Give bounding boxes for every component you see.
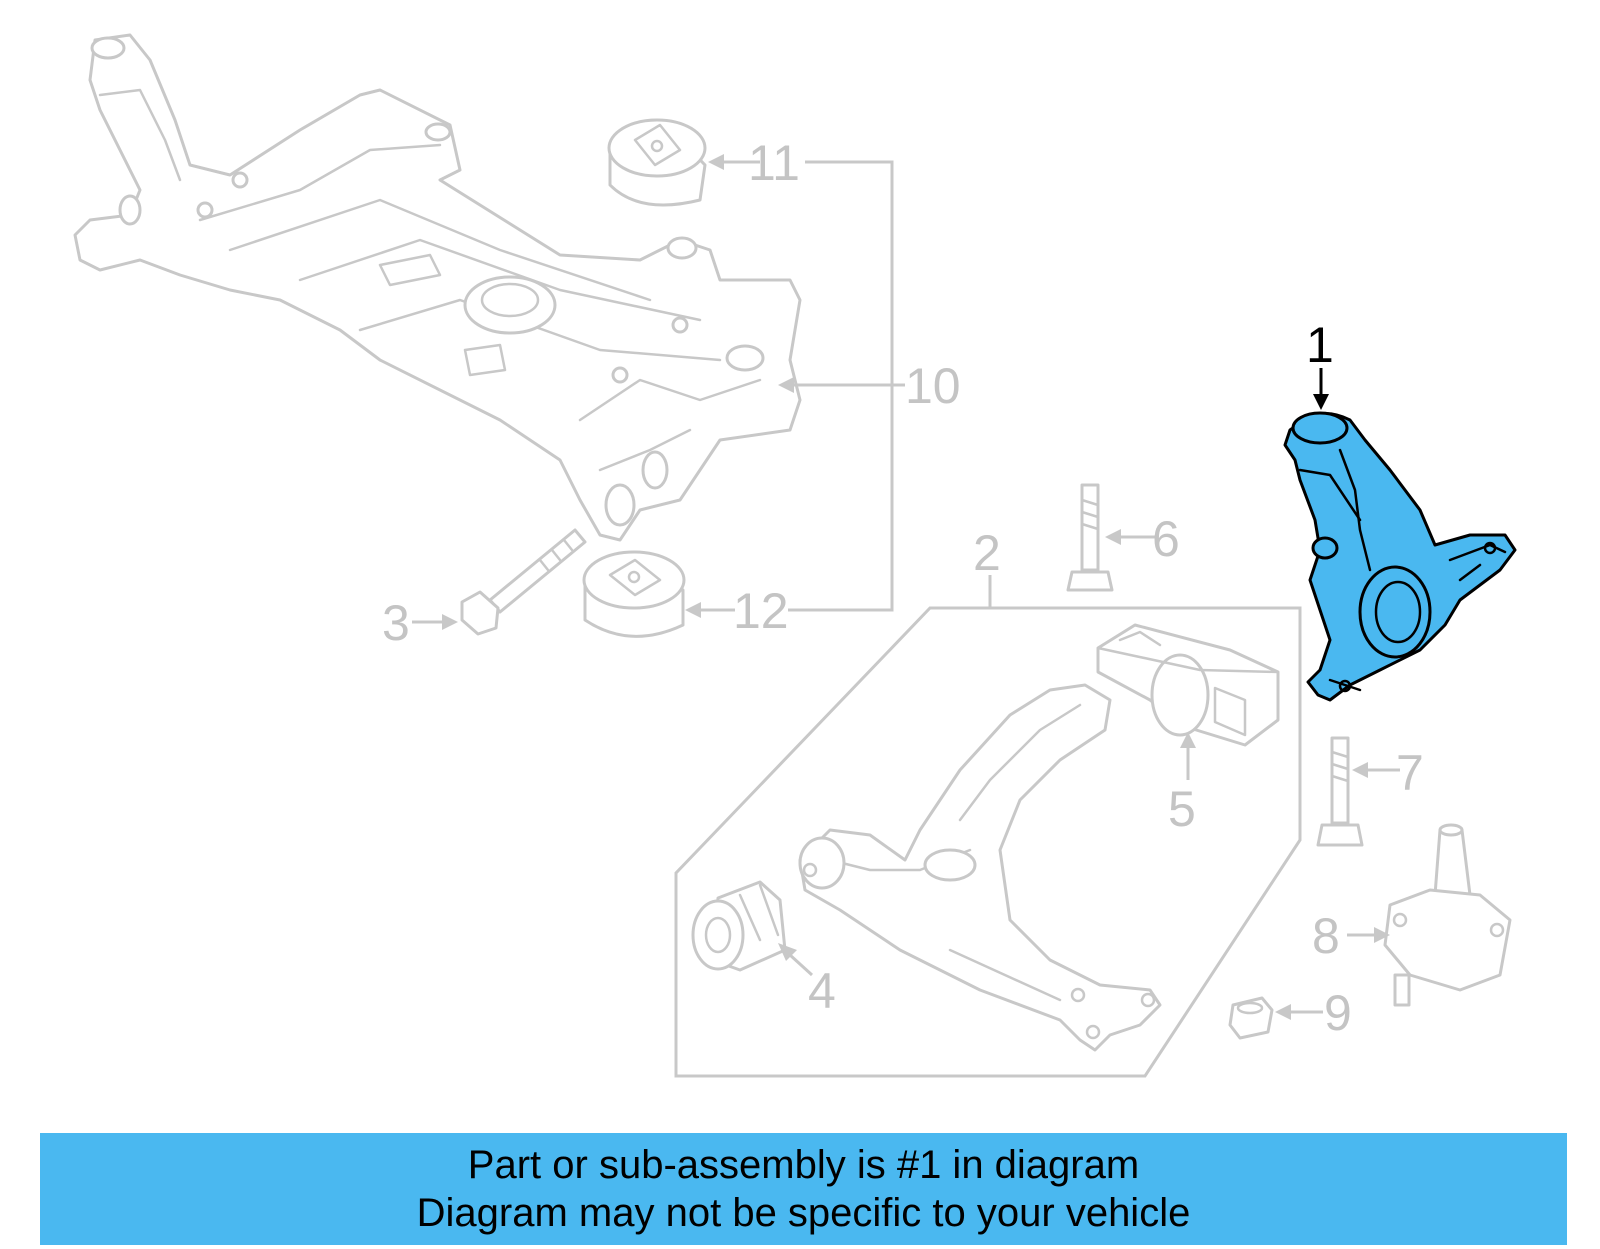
ball-joint-8-part [1383, 823, 1512, 1007]
callout-9: 9 [1324, 985, 1352, 1041]
banner-line-2: Diagram may not be specific to your vehi… [416, 1191, 1191, 1235]
steering-knuckle-part [1283, 411, 1517, 702]
bolt-3-part [460, 528, 587, 636]
callout-11: 11 [748, 135, 800, 191]
callout-6: 6 [1152, 511, 1180, 567]
callout-3: 3 [382, 595, 410, 651]
subframe-part [73, 33, 802, 542]
callout-8: 8 [1312, 908, 1340, 964]
mount-11-part [607, 118, 707, 207]
info-banner: Part or sub-assembly is #1 in diagram Di… [40, 1133, 1567, 1245]
callout-5: 5 [1168, 781, 1196, 837]
callout-12: 12 [733, 583, 789, 639]
bushing-5-part [1096, 623, 1280, 747]
callout-2: 2 [973, 525, 1001, 581]
bolt-6-part [1066, 483, 1114, 592]
assembly-2-outline [674, 606, 1302, 1078]
callout-4: 4 [808, 963, 836, 1019]
callout-1: 1 [1306, 317, 1334, 373]
callout-7: 7 [1396, 745, 1424, 801]
banner-line-1: Part or sub-assembly is #1 in diagram [467, 1143, 1140, 1187]
leader-lines [412, 154, 1400, 1020]
bolt-7-part [1316, 736, 1364, 847]
callout-10: 10 [905, 358, 961, 414]
bushing-4-part [691, 880, 787, 972]
callout-labels: 1 2 3 4 5 6 7 8 9 10 11 12 [382, 135, 1424, 1041]
mount-12-part [582, 550, 686, 638]
nut-9-part [1228, 996, 1274, 1040]
control-arm-part [798, 683, 1162, 1052]
